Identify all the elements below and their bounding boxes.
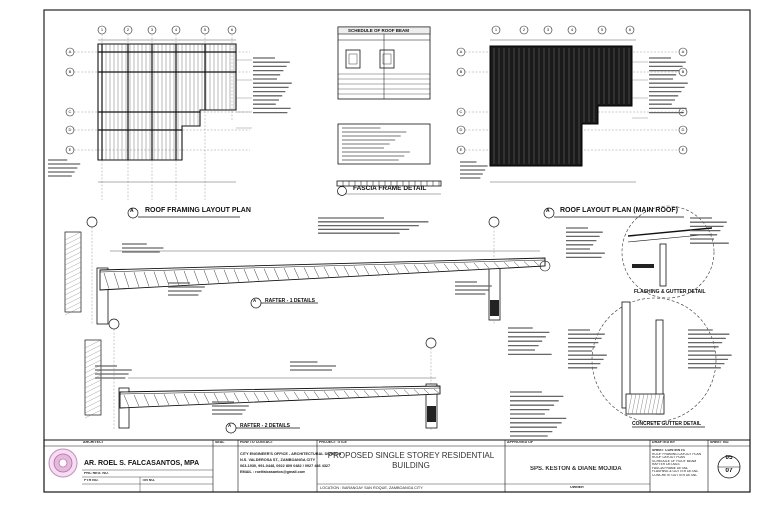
layout-grid-row-label: B <box>459 69 463 74</box>
framing-grid-col-label: 6 <box>230 27 234 32</box>
sheet-contents-item: FASCIA FRAME DETAIL <box>652 466 689 470</box>
rafter-1-title: RAFTER - 1 DETAILS <box>265 298 315 304</box>
drafted-label: DRAFTED BY <box>652 441 676 444</box>
layout-grid-row-label: C <box>459 109 463 114</box>
sheet-total: 07 <box>725 468 733 474</box>
roof-layout-plan-title: ROOF LAYOUT PLAN (MAIN ROOF) <box>560 207 678 214</box>
framing-grid-col-label: 3 <box>150 27 154 32</box>
schedule-of-roof-beam <box>337 26 431 165</box>
layout-grid-row-label: D <box>459 127 463 132</box>
office-address: N.S. VALDEROSA ST., ZAMBOANGA CITY <box>240 458 316 462</box>
approved-label: APPROVED OF <box>507 441 534 444</box>
sheet-contents-item: CONCRETE GUTTER DETAIL <box>652 473 698 477</box>
fascia-frame-detail-title: FASCIA FRAME DETAIL <box>353 185 427 192</box>
layout-grid-row-label: D <box>681 127 685 132</box>
owner-label: OWNER <box>570 486 584 489</box>
sheet-contents-item: ROOF FRAMING LAYOUT PLAN <box>652 453 701 456</box>
architect-logo <box>48 448 78 478</box>
owner-name: SPS. KESTON & DIANE MOJIDA <box>530 466 622 472</box>
framing-grid-row-label: D <box>68 127 72 132</box>
sheet-no-label: SHEET NO. <box>710 441 730 444</box>
rafter-2-title: RAFTER - 2 DETAILS <box>240 423 290 429</box>
layout-grid-row-label: B <box>681 69 685 74</box>
rafter-2-detail <box>84 318 441 434</box>
contact-label: HOW TO CONTACT <box>240 441 274 444</box>
rafter-2-marker: A <box>228 423 232 428</box>
project-label: PROJECT TITLE <box>319 441 347 444</box>
project-title-line1: PROPOSED SINGLE STOREY RESIDENTIAL <box>327 452 495 460</box>
framing-grid-row-label: A <box>68 49 72 54</box>
office-email: EMAIL : roelfalcasantos@gmail.com <box>240 470 306 474</box>
schedule-title: SCHEDULE OF ROOF BEAM <box>348 28 410 33</box>
framing-grid-col-label: 2 <box>126 27 130 32</box>
project-location: LOCATION : BARANGAY SAN ROQUE, ZAMBOANGA… <box>320 486 423 490</box>
sheet-contents-label: SHEET CONTENTS <box>652 449 685 452</box>
layout-grid-col-label: 4 <box>570 27 574 32</box>
sheet-contents-item: SCHEDULE OF ROOF BEAM <box>652 459 697 463</box>
roof-framing-plan <box>48 25 292 219</box>
framing-grid-col-label: 4 <box>174 27 178 32</box>
framing-grid-left <box>65 47 75 155</box>
layout-grid-col-label: 2 <box>522 27 526 32</box>
rafter-1-marker: A <box>253 298 257 303</box>
office-phones: 063-1930, 991-0448, 0922 809 0482 / 0927… <box>240 464 331 468</box>
title-block-frame <box>43 439 751 493</box>
office-name: CITY ENGINEER'S OFFICE - ARCHITECTURAL D… <box>240 452 342 456</box>
layout-grid-row-label: A <box>459 49 463 54</box>
layout-grid-row-label: A <box>681 49 685 54</box>
concrete-gutter-detail <box>568 297 732 428</box>
concrete-gutter-title: CONCRETE GUTTER DETAIL <box>632 421 702 427</box>
tin-label: TIN NO. <box>142 479 156 482</box>
layout-grid-col-label: 1 <box>494 27 498 32</box>
layout-grid-row-label: E <box>681 147 685 152</box>
framing-grid-top <box>97 25 237 35</box>
architect-name: AR. ROEL S. FALCASANTOS, MPA <box>84 460 200 467</box>
layout-grid-row-label: E <box>459 147 463 152</box>
architect-label: ARCHITECT <box>83 441 104 444</box>
layout-grid-col-label: 3 <box>546 27 550 32</box>
framing-grid-col-label: 5 <box>203 27 207 32</box>
sheet-number: 05 <box>725 455 733 461</box>
framing-grid-row-label: C <box>68 109 72 114</box>
flashing-gutter-detail <box>566 205 729 299</box>
sheet-contents-item: FLASHING & GUTTER DETAIL <box>652 470 699 474</box>
flashing-gutter-title: FLASHING & GUTTER DETAIL <box>634 289 706 295</box>
general-notes <box>508 327 567 437</box>
seal-label: SEAL <box>215 441 225 444</box>
ptr-label: PTR NO. <box>84 479 99 482</box>
sheet-contents-item: RAFTER DETAILS <box>652 463 680 467</box>
prc-label: PRC REG. NO. <box>84 472 109 475</box>
roof-framing-plan-marker: A <box>130 208 134 214</box>
sheet-contents-item: ROOF LAYOUT PLAN <box>652 456 685 460</box>
fascia-frame-detail <box>336 180 442 196</box>
layout-grid-col-label: 6 <box>628 27 632 32</box>
roof-layout-plan-marker: A <box>546 208 550 214</box>
roof-framing-plan-title: ROOF FRAMING LAYOUT PLAN <box>145 207 251 214</box>
layout-grid-col-label: 5 <box>600 27 604 32</box>
layout-grid-row-label: C <box>681 109 685 114</box>
rafter-1-detail <box>64 216 551 325</box>
project-title-line2: BUILDING <box>392 462 430 470</box>
roof-layout-plan <box>456 25 688 219</box>
framing-grid-row-label: B <box>68 69 72 74</box>
framing-grid-col-label: 1 <box>100 27 104 32</box>
framing-grid-row-label: E <box>68 147 72 152</box>
